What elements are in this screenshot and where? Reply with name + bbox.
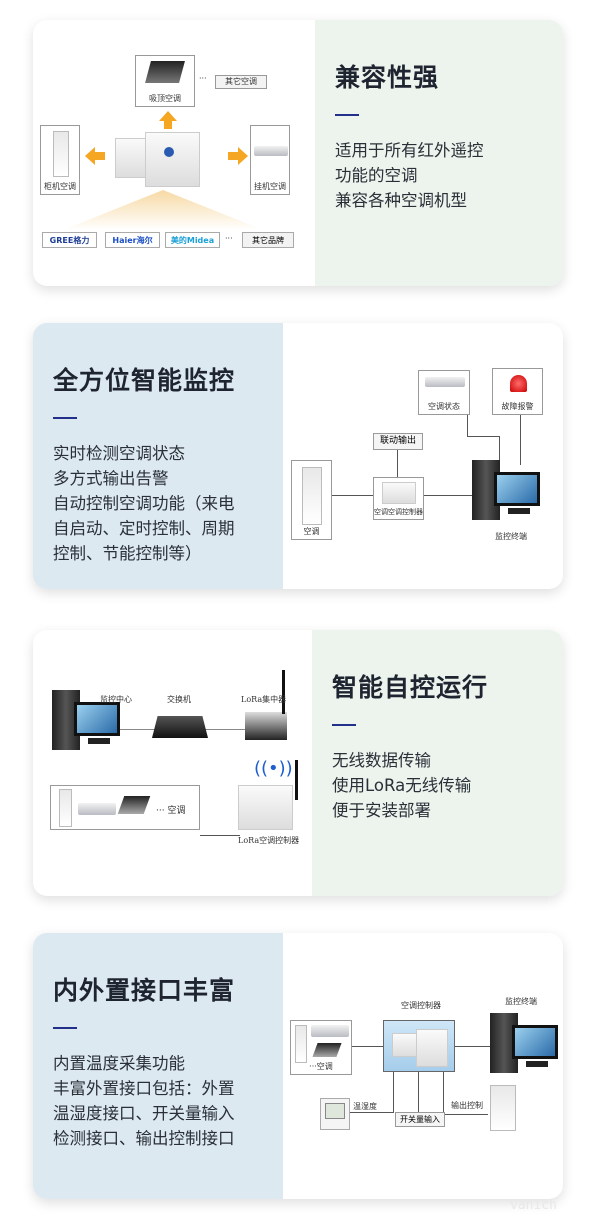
ac-label: ···空调 [309, 1062, 333, 1071]
feature-line: 内置温度采集功能 [53, 1054, 185, 1073]
terminal-label: 监控终端 [505, 997, 537, 1006]
interfaces-diagram: ···空调 空调控制器 监控终端 温湿度 开关量输入 输出控制 [283, 933, 563, 1199]
brand-midea: 美的Midea [165, 232, 220, 248]
ellipsis: ··· [199, 74, 207, 83]
antenna-icon [295, 760, 298, 800]
text-panel: 全方位智能监控 实时检测空调状态 多方式输出告警 自动控制空调功能（来电 自启动… [33, 323, 283, 589]
brand-haier: Haier海尔 [105, 232, 160, 248]
cabinet-ac-icon [490, 1085, 516, 1131]
feature-line: 温湿度接口、开关量输入 [53, 1104, 235, 1123]
feature-line: 便于安装部署 [332, 801, 431, 820]
section-title: 全方位智能监控 [53, 366, 236, 395]
cabinet-ac-label: 柜机空调 [44, 182, 76, 191]
thermometer-icon [320, 1098, 350, 1130]
other-ac-box: 其它空调 [215, 75, 267, 89]
concentrator-label: LoRa集中器 [241, 695, 287, 704]
feature-card-monitoring: 全方位智能监控 实时检测空调状态 多方式输出告警 自动控制空调功能（来电 自启动… [33, 323, 563, 589]
monitoring-diagram: 空调状态 故障报警 联动输出 空调 空调空调控制器 监控终端 [283, 323, 563, 589]
switch-input-box: 开关量输入 [395, 1112, 445, 1127]
ceiling-ac-label: 吸顶空调 [149, 94, 181, 103]
brand-gree: GREE格力 [42, 232, 97, 248]
output-label: 输出控制 [451, 1101, 483, 1110]
arrow-up-icon [159, 111, 177, 121]
ac-box: 空调 [291, 460, 332, 540]
terminal-label: 监控终端 [495, 532, 527, 541]
ac-group-box: ···空调 [290, 1020, 352, 1075]
ac-label: 空调 [303, 527, 320, 536]
section-title: 兼容性强 [335, 63, 440, 92]
title-underline [332, 724, 356, 726]
feature-line: 使用LoRa无线传输 [332, 776, 472, 795]
title-underline [335, 114, 359, 116]
wall-ac-label: 挂机空调 [254, 182, 286, 191]
computer-icon [52, 690, 122, 750]
switch-label: 交换机 [167, 695, 191, 704]
lora-diagram: 监控中心 交换机 LoRa集中器 ((•)) ··· 空调 LoRa空调控制器 [33, 630, 312, 896]
controller-label: 空调空调控制器 [374, 508, 423, 516]
other-ac-label: 其它空调 [225, 77, 257, 86]
arrow-left-icon [85, 147, 95, 165]
ac-label: ··· 空调 [156, 806, 186, 816]
ac-status-box: 空调状态 [418, 370, 470, 415]
alarm-light-icon [510, 375, 527, 392]
title-underline [53, 417, 77, 419]
concentrator-icon [245, 712, 287, 740]
linkage-output-box: 联动输出 [373, 433, 423, 450]
ceiling-ac: 吸顶空调 [135, 55, 195, 107]
feature-line: 兼容各种空调机型 [335, 191, 467, 210]
computer-icon [490, 1013, 560, 1073]
feature-line: 控制、节能控制等） [53, 544, 202, 563]
lora-controller-icon [238, 785, 293, 830]
feature-line: 丰富外置接口包括：外置 [53, 1079, 235, 1098]
feature-line: 实时检测空调状态 [53, 444, 185, 463]
feature-line: 适用于所有红外遥控 [335, 141, 484, 160]
wall-ac: 挂机空调 [250, 125, 290, 195]
section-title: 内外置接口丰富 [53, 976, 236, 1005]
feature-line: 自动控制空调功能（来电 [53, 494, 235, 513]
feature-line: 无线数据传输 [332, 751, 431, 770]
watermark: vanich [510, 1198, 557, 1213]
text-panel: 内外置接口丰富 内置温度采集功能 丰富外置接口包括：外置 温湿度接口、开关量输入… [33, 933, 283, 1199]
feature-line: 自启动、定时控制、周期 [53, 519, 235, 538]
section-title: 智能自控运行 [332, 673, 489, 702]
antenna-icon [282, 670, 285, 714]
wifi-icon: ((•)) [254, 758, 293, 779]
title-underline [53, 1027, 77, 1029]
feature-card-compatibility: 吸顶空调 ··· 其它空调 柜机空调 挂机空调 GREE格力 Haier海尔 美… [33, 20, 563, 286]
temp-label: 温湿度 [353, 1102, 377, 1111]
text-panel: 智能自控运行 无线数据传输 使用LoRa无线传输 便于安装部署 [312, 630, 563, 896]
controller-label: LoRa空调控制器 [238, 836, 300, 845]
switch-icon [152, 716, 208, 738]
cabinet-ac: 柜机空调 [40, 125, 80, 195]
controller-device [145, 132, 200, 187]
controller-box: 空调空调控制器 [373, 477, 424, 520]
alarm-box: 故障报警 [492, 368, 543, 415]
brand-other: 其它品牌 [242, 232, 294, 248]
text-panel: 兼容性强 适用于所有红外遥控 功能的空调 兼容各种空调机型 [315, 20, 563, 286]
brand-fan [63, 190, 263, 230]
controller-label: 空调控制器 [401, 1001, 441, 1010]
feature-line: 功能的空调 [335, 166, 418, 185]
controller-box [383, 1020, 455, 1072]
feature-card-autonomous: 监控中心 交换机 LoRa集中器 ((•)) ··· 空调 LoRa空调控制器 … [33, 630, 563, 896]
compatibility-diagram: 吸顶空调 ··· 其它空调 柜机空调 挂机空调 GREE格力 Haier海尔 美… [33, 20, 315, 286]
computer-icon [472, 460, 552, 520]
feature-line: 多方式输出告警 [53, 469, 169, 488]
ac-group-box: ··· 空调 [50, 785, 200, 830]
center-label: 监控中心 [100, 695, 132, 704]
feature-line: 检测接口、输出控制接口 [53, 1129, 235, 1148]
alarm-label: 故障报警 [501, 402, 534, 411]
arrow-right-icon [238, 147, 248, 165]
feature-card-interfaces: 内外置接口丰富 内置温度采集功能 丰富外置接口包括：外置 温湿度接口、开关量输入… [33, 933, 563, 1199]
ac-status-label: 空调状态 [428, 402, 460, 411]
ellipsis: ··· [225, 234, 233, 243]
